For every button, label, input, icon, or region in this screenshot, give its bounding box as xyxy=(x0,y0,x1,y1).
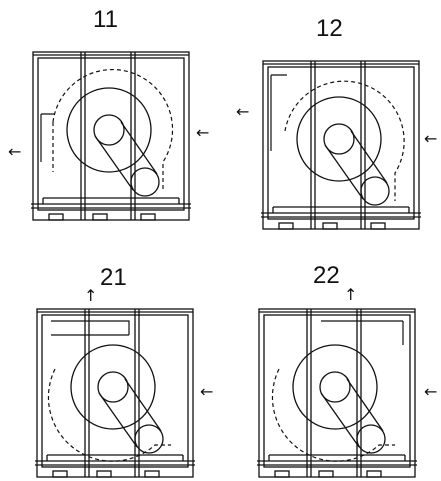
fan-unit-22 xyxy=(256,308,418,478)
fan-unit-21 xyxy=(34,308,196,478)
diagram-label-21: 21 xyxy=(100,264,127,291)
arrow-icon: ← xyxy=(424,129,438,148)
arrow-icon: ← xyxy=(196,123,210,142)
fan-unit-12 xyxy=(260,60,422,230)
arrow-icon: ← xyxy=(200,382,214,401)
diagram-label-12: 12 xyxy=(316,15,343,42)
arrow-icon: ↑ xyxy=(84,286,98,305)
fan-unit-11 xyxy=(30,51,192,221)
arrow-icon: ↑ xyxy=(344,285,358,304)
arrow-icon: ← xyxy=(8,142,22,161)
diagram-label-22: 22 xyxy=(313,262,340,289)
arrow-icon: ← xyxy=(424,382,438,401)
diagram-label-11: 11 xyxy=(93,6,118,33)
arrow-icon: ← xyxy=(236,102,250,121)
